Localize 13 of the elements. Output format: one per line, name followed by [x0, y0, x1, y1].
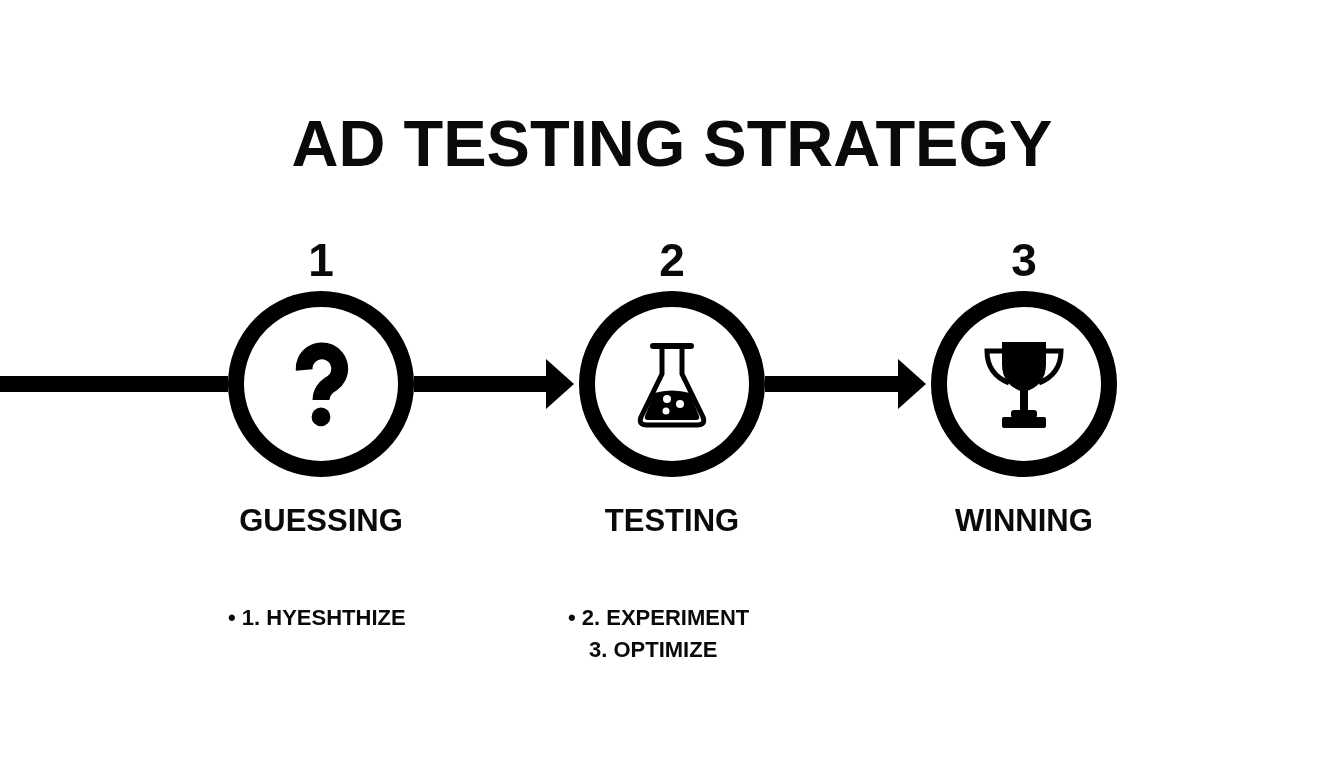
title: AD TESTING STRATEGY — [291, 107, 1053, 180]
list-item: • 2. EXPERIMENT — [568, 607, 750, 629]
step-label: TESTING — [604, 505, 740, 536]
step-label: GUESSING — [239, 505, 403, 536]
step-number: 2 — [659, 237, 685, 283]
step-number: 3 — [1011, 237, 1037, 283]
arrow — [414, 359, 574, 409]
connector-line — [0, 376, 228, 392]
step-label: WINNING — [955, 505, 1093, 536]
list-item: 3. OPTIMIZE — [589, 639, 718, 661]
list-item: • 1. HYESHTHIZE — [228, 607, 406, 629]
arrow — [765, 359, 926, 409]
step-number: 1 — [308, 237, 334, 283]
